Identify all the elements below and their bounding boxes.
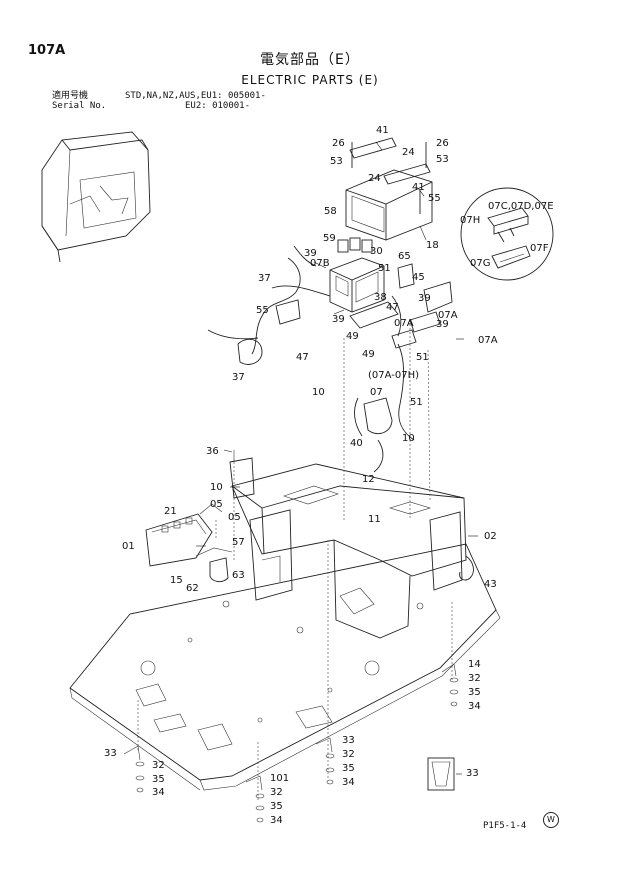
callout-20: 51	[378, 263, 391, 274]
callout-1: 26	[332, 138, 345, 149]
callout-27: 55	[256, 305, 269, 316]
callout-8: 41	[412, 182, 425, 193]
applicable-models-value: STD,NA,NZ,AUS,EU1: 005001-	[125, 91, 266, 101]
callout-65: 34	[152, 787, 165, 798]
callout-6: 53	[436, 154, 449, 165]
callout-25: 47	[386, 302, 399, 313]
callout-17: 39	[304, 248, 317, 259]
callout-32: 39	[332, 314, 345, 325]
callout-39: 10	[312, 387, 325, 398]
callout-58: 14	[468, 659, 481, 670]
callout-26: 39	[418, 293, 431, 304]
callout-61: 34	[468, 701, 481, 712]
callout-60: 35	[468, 687, 481, 698]
callout-7: 24	[368, 173, 381, 184]
callout-30: 39	[436, 319, 449, 330]
callout-12: 07C,07D,07E	[488, 201, 554, 212]
callout-42: 40	[350, 438, 363, 449]
connector-inset	[460, 187, 554, 281]
callout-21: 65	[398, 251, 411, 262]
callout-15: 07G	[470, 258, 490, 269]
callout-66: 33	[342, 735, 355, 746]
callout-10: 58	[324, 206, 337, 217]
assembly-axes	[137, 320, 453, 800]
callout-4: 53	[330, 156, 343, 167]
callout-3: 26	[436, 138, 449, 149]
callout-41: 51	[410, 397, 423, 408]
callout-28: 49	[346, 331, 359, 342]
callout-49: 05	[210, 499, 223, 510]
callout-40: 07	[370, 387, 383, 398]
callout-62: 33	[104, 748, 117, 759]
callout-59: 32	[468, 673, 481, 684]
callout-45: 12	[362, 474, 375, 485]
callout-34: 07A	[478, 335, 498, 346]
fuse-relay-harness	[207, 237, 453, 473]
callout-31: 07A	[438, 310, 458, 321]
callout-37: 51	[416, 352, 429, 363]
serial-no-value: EU2: 010001-	[185, 101, 251, 111]
callout-57: 43	[484, 579, 497, 590]
title-english: ELECTRIC PARTS (E)	[241, 73, 379, 87]
callout-5: 24	[402, 147, 415, 158]
callout-23: 45	[412, 272, 425, 283]
floor-plate-frame	[69, 463, 501, 791]
callout-29: 07A	[394, 318, 414, 329]
callout-74: 34	[270, 815, 283, 826]
fastener-stacks	[123, 663, 459, 823]
callout-71: 101	[270, 773, 289, 784]
callout-55: 62	[186, 583, 199, 594]
callout-13: 07H	[460, 215, 480, 226]
callout-72: 32	[270, 787, 283, 798]
callout-67: 32	[342, 749, 355, 760]
callout-50: 05	[228, 512, 241, 523]
callout-33: 49	[362, 349, 375, 360]
callout-73: 35	[270, 801, 283, 812]
callout-35: 47	[296, 352, 309, 363]
callout-48: 21	[164, 506, 177, 517]
controller-assembly	[345, 137, 433, 241]
callout-19: 07B	[310, 258, 330, 269]
page-number: 107A	[28, 43, 66, 58]
callout-69: 34	[342, 777, 355, 788]
callout-53: 02	[484, 531, 497, 542]
callout-16: 59	[323, 233, 336, 244]
callout-14: 07F	[530, 243, 549, 254]
callout-11: 18	[426, 240, 439, 251]
switch-panel-group	[145, 450, 474, 791]
callout-51: 01	[122, 541, 135, 552]
callout-43: 10	[402, 433, 415, 444]
callout-63: 32	[152, 760, 165, 771]
applicable-models-label: 適用号機	[52, 91, 89, 101]
callout-64: 35	[152, 774, 165, 785]
callout-18: 30	[370, 246, 383, 257]
callout-22: 37	[258, 273, 271, 284]
callout-70: 33	[466, 768, 479, 779]
callout-24: 38	[374, 292, 387, 303]
cab-thumbnail	[41, 131, 151, 263]
callout-47: 11	[368, 514, 381, 525]
callout-54: 15	[170, 575, 183, 586]
circled-w-mark: W	[543, 812, 559, 828]
callout-9: 55	[428, 193, 441, 204]
drawing-code: P1F5-1-4	[483, 821, 527, 831]
leader-lines	[196, 141, 478, 775]
callout-56: 63	[232, 570, 245, 581]
callout-2: 41	[376, 125, 389, 136]
callout-68: 35	[342, 763, 355, 774]
title-japanese: 電気部品（E）	[260, 52, 360, 68]
serial-no-label: Serial No.	[52, 101, 107, 111]
part-number-callouts: 264126532453244155581807C,07D,07E07H07F0…	[104, 125, 554, 826]
callout-46: 10	[210, 482, 223, 493]
callout-52: 57	[232, 537, 245, 548]
callout-44: 36	[206, 446, 219, 457]
callout-36: (07A-07H)	[368, 370, 419, 381]
callout-38: 37	[232, 372, 245, 383]
